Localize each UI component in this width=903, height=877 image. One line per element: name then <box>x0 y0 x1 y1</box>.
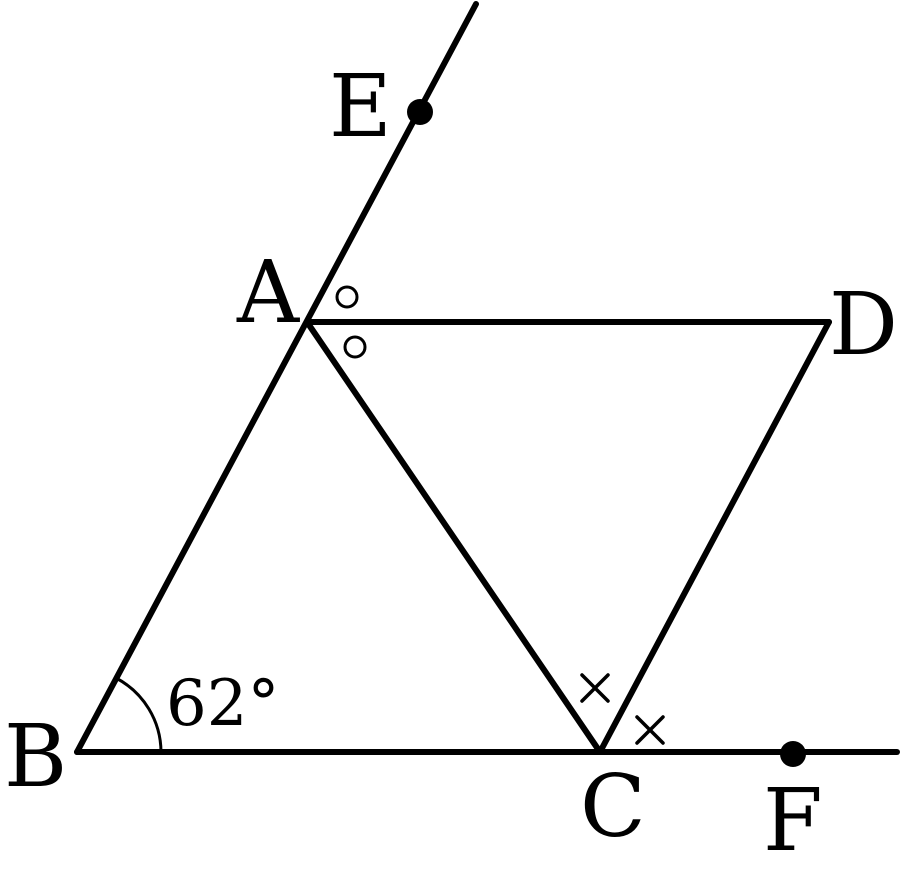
label-f: F <box>763 771 823 871</box>
label-d: D <box>829 275 898 375</box>
cross-mark-ca-cd <box>580 673 610 703</box>
circle-mark-ae-ad <box>335 285 359 309</box>
segment-ac <box>304 319 603 755</box>
angle-arc-b <box>115 676 163 753</box>
point-f-dot <box>780 741 806 767</box>
label-c: C <box>580 757 646 857</box>
angle-b-value: 62° <box>166 667 279 741</box>
segment-cd <box>597 319 832 755</box>
point-e-dot <box>407 99 433 125</box>
label-b: B <box>4 707 67 807</box>
circle-mark-ad-ac <box>343 335 367 359</box>
label-e: E <box>329 57 392 157</box>
label-a: A <box>236 243 300 343</box>
cross-mark-cd-cf <box>635 715 665 745</box>
line-ba-extended <box>74 1 479 755</box>
